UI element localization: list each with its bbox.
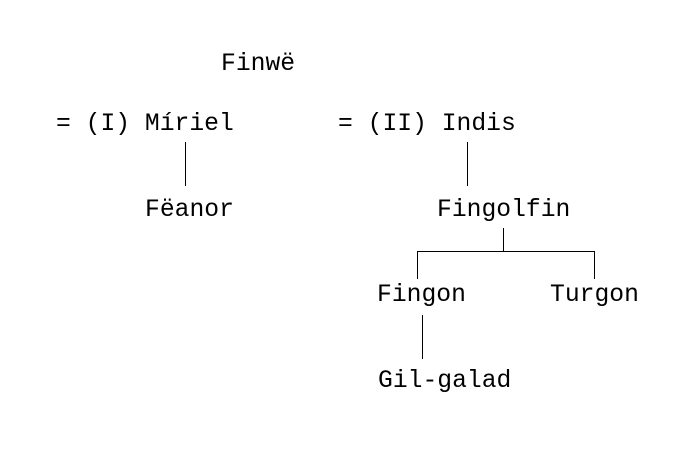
edge-indis-to-fingolfin [467, 142, 468, 186]
edge-fingon-to-gilgalad [422, 315, 423, 359]
node-feanor: Fëanor [145, 196, 234, 224]
node-fingolfin: Fingolfin [437, 196, 571, 224]
edge-miriel-to-feanor [185, 142, 186, 186]
node-fingon: Fingon [377, 281, 466, 309]
node-finwe: Finwë [221, 50, 296, 78]
edge-fingolfin-crossbar [417, 251, 595, 252]
edge-fingolfin-to-turgon [594, 251, 595, 279]
edge-fingolfin-stem [503, 228, 504, 252]
node-miriel: = (I) Míriel [56, 110, 234, 138]
node-gil-galad: Gil-galad [378, 367, 512, 395]
node-indis: = (II) Indis [338, 110, 516, 138]
node-turgon: Turgon [550, 281, 639, 309]
edge-fingolfin-to-fingon [417, 251, 418, 279]
